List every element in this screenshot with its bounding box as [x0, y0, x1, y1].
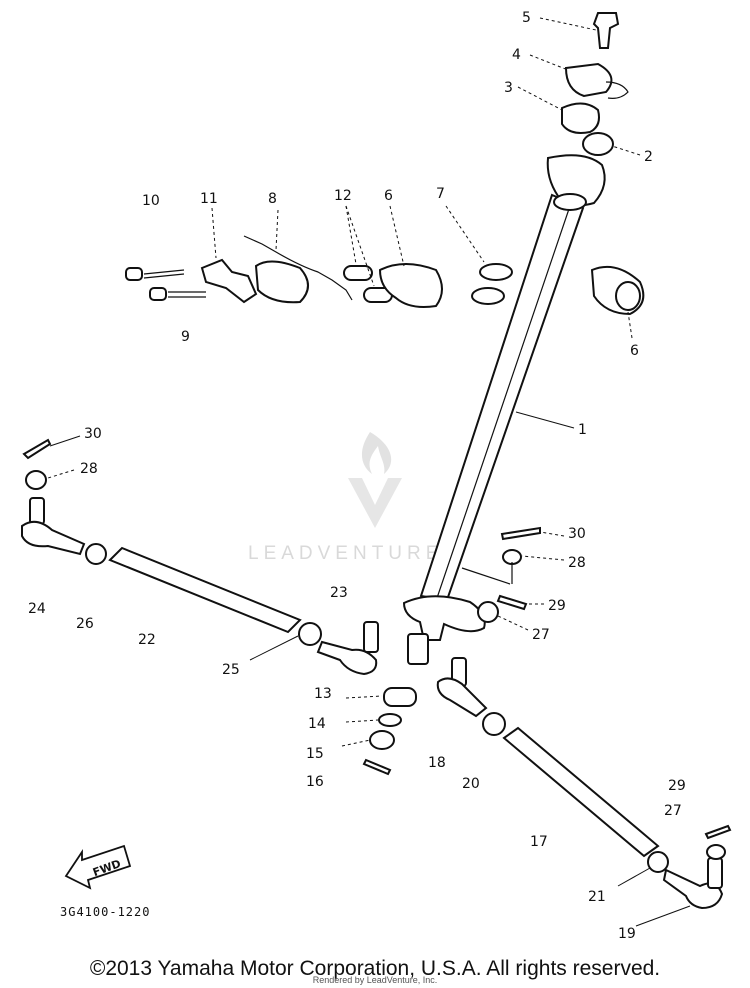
washer-29: [496, 594, 528, 611]
callout-30-left: 30: [84, 426, 102, 442]
callout-22: 22: [138, 632, 156, 648]
washer-7b: [471, 287, 505, 305]
callout-11: 11: [200, 191, 218, 207]
nut-28-left: [25, 470, 47, 490]
callout-17: 17: [530, 834, 548, 850]
washer-7a: [479, 263, 513, 281]
callout-7: 7: [436, 186, 445, 202]
callout-25: 25: [222, 662, 240, 678]
callout-19: 19: [618, 926, 636, 942]
locknut-21: [647, 851, 669, 873]
nut-28: [502, 549, 522, 565]
callout-30-right: 30: [568, 526, 586, 542]
locknut-26: [85, 543, 107, 565]
tie-rod-end-19-stud: [707, 857, 723, 889]
bolts-10: [125, 267, 185, 281]
callout-21: 21: [588, 889, 606, 905]
pitman-arm: [402, 595, 486, 641]
clamp-8: [254, 260, 309, 304]
bolt-5: [592, 12, 620, 49]
locknut-20: [482, 712, 506, 736]
lock-plate-4: [564, 62, 613, 98]
callout-28-left: 28: [80, 461, 98, 477]
cotter-pin-16: [362, 758, 392, 776]
callout-20: 20: [462, 776, 480, 792]
tie-rod-22: [108, 546, 302, 634]
callout-27-lower: 27: [664, 803, 682, 819]
cotter-pin-30-left: [22, 438, 52, 460]
nut-28-right-lower: [706, 844, 726, 860]
left-tie-rod: [21, 438, 379, 676]
holder-6-left: [378, 263, 443, 308]
watermark-text: LEADVENTURE: [248, 543, 443, 564]
drawing-code: 3G4100-1220: [60, 905, 150, 919]
steering-column-top-bracket: [546, 154, 606, 207]
bushing-2: [582, 132, 614, 156]
callout-10: 10: [142, 193, 160, 209]
callout-26: 26: [76, 616, 94, 632]
wire-8: [243, 235, 353, 301]
bushing-13: [383, 687, 417, 707]
callout-15: 15: [306, 746, 324, 762]
callout-14: 14: [308, 716, 326, 732]
callout-6-right: 6: [630, 343, 639, 359]
watermark-v-icon: [348, 478, 402, 528]
column-lower-end: [407, 633, 429, 665]
cotter-pin-30-right-lower: [704, 824, 732, 840]
washer-14: [378, 713, 402, 727]
callout-29-upper: 29: [548, 598, 566, 614]
holder-6-right: [590, 266, 645, 316]
center-small-parts: [362, 687, 417, 776]
collar-12a: [343, 265, 373, 281]
tie-rod-end-24: [21, 520, 86, 556]
callout-numbers: 5 4 3 2 6 1 10 11 8 12 6 7 9 30 28 30 28…: [28, 10, 686, 942]
rendered-by-notice: Rendered by LeadVenture, Inc.: [312, 975, 438, 985]
top-clamp-parts: [561, 12, 629, 156]
callout-4: 4: [512, 47, 521, 63]
fwd-indicator: FWD: [64, 844, 132, 890]
holder-3: [561, 102, 600, 134]
callout-29-lower: 29: [668, 778, 686, 794]
bolts-9: [149, 287, 206, 301]
steering-column: [402, 154, 606, 665]
callout-2: 2: [644, 149, 653, 165]
tie-rod-end-18: [436, 677, 488, 718]
callout-16: 16: [306, 774, 324, 790]
callout-18: 18: [428, 755, 446, 771]
pitman-fasteners: [477, 526, 541, 623]
tie-rod-17: [502, 726, 660, 858]
watermark: LEADVENTURE: [248, 432, 443, 564]
callout-27-upper: 27: [532, 627, 550, 643]
callout-6-left: 6: [384, 188, 393, 204]
callout-24: 24: [28, 601, 46, 617]
leader-lines: [47, 17, 691, 927]
bushing-27: [477, 601, 499, 623]
tie-rod-end-23-stud: [363, 621, 379, 653]
tie-rod-end-24-stud: [29, 497, 45, 525]
callout-1: 1: [578, 422, 587, 438]
steering-shaft: [419, 193, 585, 602]
cotter-pin-30: [500, 526, 541, 541]
copyright-notice: ©2013 Yamaha Motor Corporation, U.S.A. A…: [89, 957, 661, 980]
watermark-flame-icon: [361, 432, 392, 474]
callout-5: 5: [522, 10, 531, 26]
locknut-25: [298, 622, 322, 646]
right-tie-rod: [436, 657, 732, 910]
upper-small-parts: [125, 235, 513, 308]
callout-13: 13: [314, 686, 332, 702]
callout-8: 8: [268, 191, 277, 207]
callout-23: 23: [330, 585, 348, 601]
nut-15: [369, 730, 395, 750]
bracket-11: [200, 258, 258, 304]
callout-3: 3: [504, 80, 513, 96]
callout-12: 12: [334, 188, 352, 204]
fwd-arrow-icon: [64, 844, 132, 890]
callout-9: 9: [181, 329, 190, 345]
callout-28-right: 28: [568, 555, 586, 571]
